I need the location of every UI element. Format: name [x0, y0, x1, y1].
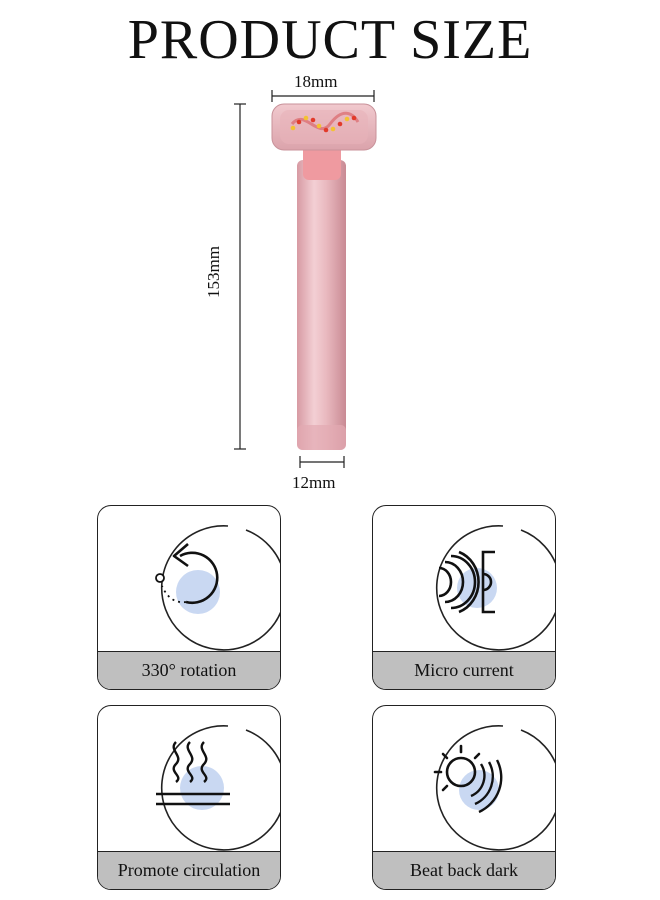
- feature-card-beat-back-dark: Beat back dark: [372, 705, 556, 890]
- handle-width-label: 12mm: [292, 473, 336, 492]
- feature-card-micro-current: Micro current: [372, 505, 556, 690]
- heat-icon: [156, 725, 280, 851]
- length-dimension: [234, 103, 246, 450]
- feature-label: 330° rotation: [98, 651, 280, 689]
- feature-label: Promote circulation: [98, 851, 280, 889]
- feature-card-rotation: 330° rotation: [97, 505, 281, 690]
- page-title: PRODUCT SIZE: [127, 9, 533, 71]
- product-diagram: [234, 90, 377, 468]
- device-wand: [271, 103, 377, 450]
- length-label: 153mm: [203, 246, 223, 298]
- sun-light-icon: [433, 725, 555, 851]
- rotation-icon: [155, 525, 280, 651]
- feature-card-circulation: Promote circulation: [97, 705, 281, 890]
- head-width-label: 18mm: [294, 72, 338, 91]
- feature-label: Micro current: [373, 651, 555, 689]
- handle-width-dimension: [299, 456, 345, 468]
- led-dots: [290, 115, 357, 133]
- feature-label: Beat back dark: [373, 851, 555, 889]
- micro-current-icon: [435, 525, 555, 651]
- head-width-dimension: [271, 90, 375, 102]
